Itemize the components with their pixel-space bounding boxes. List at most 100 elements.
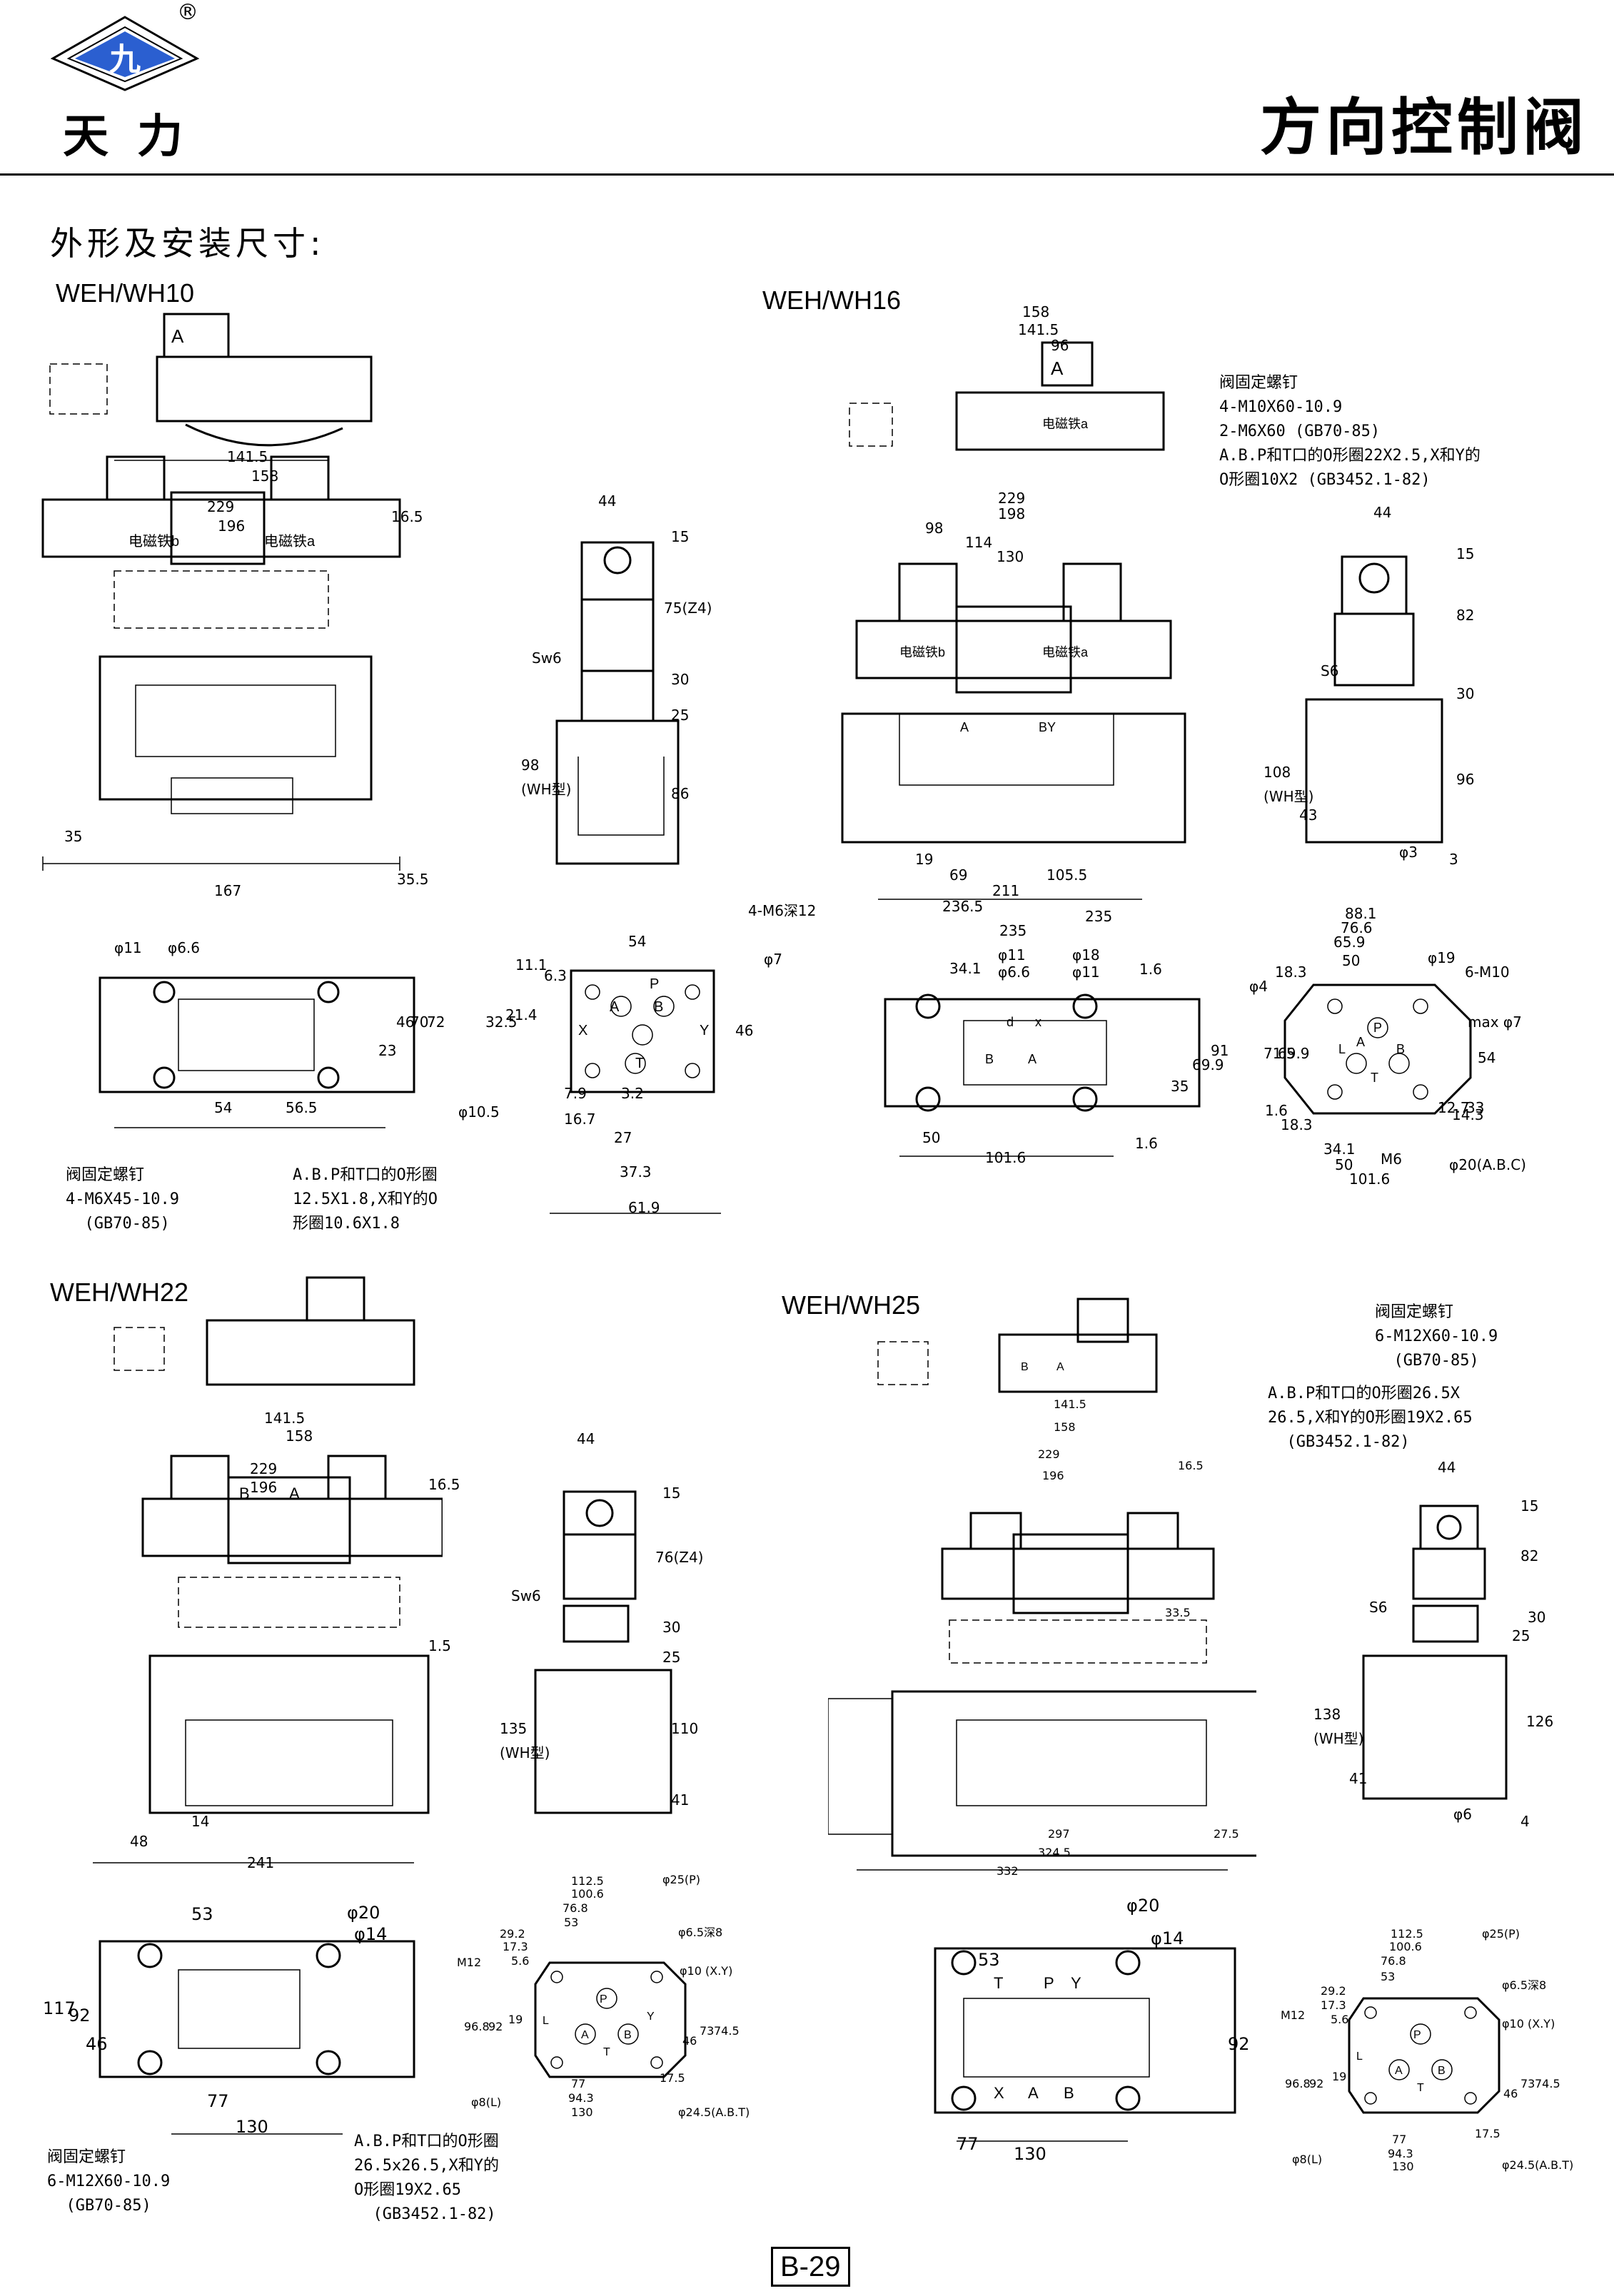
- wh22-dim-158: 158: [286, 1427, 313, 1445]
- wh16-base-d: d: [1007, 1015, 1014, 1029]
- page-title: 方向控制阀: [1260, 91, 1588, 163]
- wh16-port-pattern-b: B: [1396, 1042, 1405, 1056]
- wh22-base-phi20: φ20: [347, 1903, 380, 1923]
- page-number: B-29: [771, 2247, 850, 2287]
- wh25-port-pattern-b: B: [1438, 2065, 1446, 2077]
- wh10-base-phi11: φ11: [114, 939, 142, 956]
- wh10-side-view: [555, 541, 680, 865]
- wh22-pp-130: 130: [571, 2105, 593, 2119]
- wh25-side-41: 41: [1349, 1770, 1368, 1787]
- wh10-pilot-valve: [114, 570, 329, 629]
- wh22-pp-phi8: φ8(L): [471, 2095, 502, 2109]
- wh16-port-l: L: [1338, 1042, 1346, 1056]
- wh16-dim-105-5: 105.5: [1046, 866, 1088, 884]
- wh16-pp-18-3: 18.3: [1275, 964, 1307, 981]
- wh22-pp-76-8: 76.8: [563, 1901, 588, 1915]
- wh16-base-phi11: φ11: [998, 946, 1026, 964]
- wh16-front-view: A 电磁铁a 电磁铁b 电磁铁a A BY: [841, 341, 1186, 900]
- wh10-port-16-7: 16.7: [564, 1111, 596, 1128]
- wh22-pp-73: 73: [700, 2024, 715, 2038]
- wh10-base-72: 72: [427, 1013, 445, 1031]
- wh16-pp-phi20: φ20(A.B.C): [1449, 1156, 1526, 1173]
- wh10-port-a-label: A: [171, 325, 184, 347]
- wh22-pp-phi24-5: φ24.5(A.B.T): [678, 2105, 750, 2119]
- wh22-dim-196: 196: [250, 1479, 278, 1496]
- wh25-base-y: Y: [1071, 1974, 1081, 1992]
- wh16-pp-max-phi7: max φ7: [1468, 1013, 1522, 1031]
- wh16-pilot-solenoid: [955, 391, 1165, 451]
- wh10-side-dim-25: 25: [671, 707, 690, 724]
- wh16-pp-1-6: 1.6: [1265, 1102, 1288, 1119]
- wh16-pp-50: 50: [1342, 952, 1361, 969]
- wh10-port-pattern: A B P T X Y: [550, 969, 721, 1214]
- wh22-pp-100-6: 100.6: [571, 1887, 604, 1901]
- wh16-dim-229: 229: [998, 490, 1026, 507]
- wh16-side-30: 30: [1456, 685, 1475, 702]
- wh22-base-92: 92: [69, 2006, 91, 2026]
- wh16-pp-33: 33: [1466, 1099, 1485, 1116]
- wh22-pp-phi25: φ25(P): [662, 1873, 701, 1886]
- wh22-port-a: A: [289, 1485, 300, 1502]
- wh22-pp-phi6-5: φ6.5深8: [678, 1926, 723, 1939]
- wh25-base-77: 77: [957, 2134, 979, 2154]
- wh16-base-1-6: 1.6: [1139, 961, 1162, 978]
- wh16-pp-54: 54: [1478, 1049, 1496, 1066]
- wh16-port-pattern-t: T: [1371, 1071, 1378, 1085]
- wh25-dim-297: 297: [1048, 1827, 1070, 1841]
- wh25-port-pattern-a: A: [1395, 2065, 1403, 2077]
- wh22-port-pattern-t: T: [603, 2046, 610, 2058]
- wh16-base-101-6: 101.6: [985, 1149, 1027, 1166]
- wh25-pp-phi6-5: φ6.5深8: [1502, 1978, 1547, 1992]
- wh16-solenoid-body: [855, 619, 1172, 679]
- wh16-side-108: 108: [1264, 764, 1291, 781]
- wh25-pp-76-8: 76.8: [1381, 1954, 1406, 1968]
- wh16-port-a-label: A: [1051, 358, 1064, 379]
- wh25-dim-141-5: 141.5: [1054, 1397, 1086, 1411]
- wh16-base-69-9: 69.9: [1192, 1056, 1224, 1073]
- wh22-base-117: 117: [43, 1998, 76, 2018]
- wh10-dim-158: 158: [251, 467, 279, 485]
- wh10-side-dim-15: 15: [671, 528, 690, 545]
- wh25-pp-phi25: φ25(P): [1482, 1927, 1520, 1941]
- wh25-base-phi20: φ20: [1126, 1896, 1160, 1916]
- wh25-side-view: [1362, 1504, 1508, 1800]
- wh22-connector: [306, 1276, 365, 1322]
- wh10-port-b: B: [654, 999, 663, 1015]
- wh25-base-b: B: [1064, 2084, 1074, 2102]
- wh10-solenoid-body: [41, 498, 401, 558]
- wh10-pilot-solenoid: [156, 355, 373, 423]
- wh16-dim-211: 211: [992, 882, 1020, 899]
- section-title: 外形及安装尺寸:: [50, 224, 326, 263]
- wh10-base-70: 70: [410, 1013, 429, 1031]
- wh10-bolt-note: 阀固定螺钉 4-M6X45-10.9 (GB70-85): [66, 1166, 179, 1233]
- model-label-wh16: WEH/WH16: [762, 285, 902, 315]
- wh16-side-s6: S6: [1321, 662, 1339, 679]
- brand-logo: 九: [50, 14, 200, 93]
- wh16-pp-phi19: φ19: [1428, 949, 1456, 966]
- wh22-pp-17-3: 17.3: [503, 1940, 528, 1953]
- wh16-base-91: 91: [1211, 1042, 1229, 1059]
- wh10-port-3-2: 3.2: [621, 1085, 644, 1102]
- wh16-side-44: 44: [1373, 504, 1392, 521]
- wh16-dim-19: 19: [915, 851, 934, 868]
- wh16-side-wh: (WH型): [1264, 788, 1314, 805]
- wh25-side-82: 82: [1520, 1547, 1539, 1564]
- wh16-pp-34-1: 34.1: [1323, 1141, 1356, 1158]
- wh10-port-46: 46: [735, 1022, 754, 1039]
- wh10-base-phi6-6: φ6.6: [168, 939, 200, 956]
- wh10-dim-167: 167: [214, 882, 242, 899]
- wh16-solenoid-a-label: 电磁铁a: [1042, 645, 1089, 659]
- wh22-side-76: 76(Z4): [655, 1549, 704, 1566]
- wh16-base-35: 35: [1171, 1078, 1189, 1095]
- wh22-pp-112-5: 112.5: [571, 1874, 604, 1888]
- wh22-side-sw6: Sw6: [511, 1587, 541, 1604]
- wh25-pp-92: 92: [1309, 2077, 1324, 2090]
- wh16-side-43: 43: [1299, 806, 1318, 824]
- wh22-port-p: P: [600, 1993, 607, 2006]
- wh25-base-t: T: [994, 1974, 1003, 1992]
- wh25-pp-96-8: 96.8: [1285, 2077, 1311, 2090]
- wh22-side-44: 44: [577, 1430, 595, 1447]
- wh10-base-56-5: 56.5: [286, 1099, 318, 1116]
- wh22-pp-17-5: 17.5: [660, 2071, 685, 2085]
- wh16-main-valve-body: [841, 712, 1186, 844]
